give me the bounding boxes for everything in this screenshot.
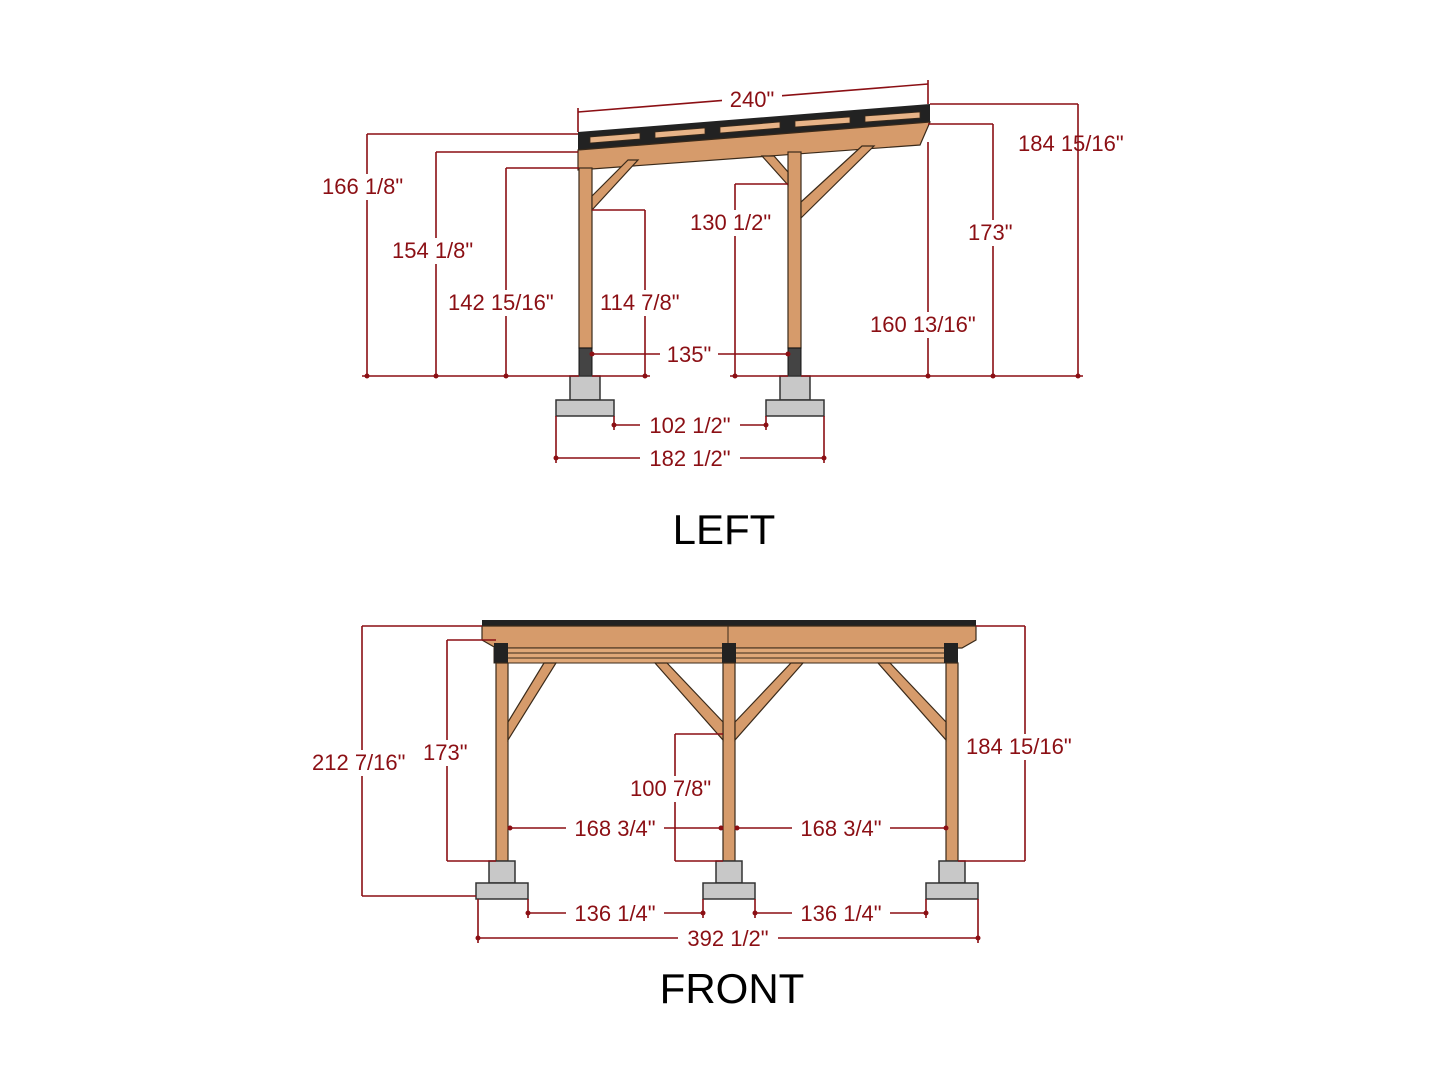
left-brace-1 [591, 159, 640, 212]
left-dim-height-b: 154 1/8" [392, 238, 473, 263]
left-roof [577, 104, 931, 171]
front-dim-brace-height: 100 7/8" [630, 776, 711, 801]
front-post-2 [722, 662, 736, 862]
left-bracket-2 [787, 347, 802, 377]
front-dim-beam-height: 173" [423, 740, 468, 765]
left-dim-height-d: 173" [968, 220, 1013, 245]
left-dim-footing-gap: 102 1/2" [649, 413, 730, 438]
front-dim-overall-height-right: 184 15/16" [966, 734, 1072, 759]
front-dim-overall-height: 212 7/16" [312, 750, 405, 775]
front-footing-3 [925, 860, 979, 900]
left-footing-2 [765, 375, 825, 417]
left-dim-overall-height-high: 184 15/16" [1018, 131, 1124, 156]
left-dim-brace-height-right: 130 1/2" [690, 210, 771, 235]
left-footing-1 [555, 375, 615, 417]
left-post-1 [578, 167, 593, 349]
front-dim-footing-gap-right: 136 1/4" [800, 901, 881, 926]
left-dim-post-spacing: 135" [667, 342, 712, 367]
left-post-2 [787, 151, 802, 349]
front-post-1 [495, 662, 509, 862]
front-view: 212 7/16" 173" 184 15/16" 100 7/8" 168 3… [310, 620, 1088, 1012]
front-footing-1 [475, 860, 529, 900]
front-brace-4 [876, 662, 947, 742]
left-dimension-labels: 240" 184 15/16" 166 1/8" 154 1/8" 142 15… [320, 87, 1124, 471]
front-roof [481, 620, 977, 664]
left-dim-brace-height-left: 114 7/8" [600, 290, 680, 315]
front-post-3 [945, 662, 959, 862]
left-dim-height-a: 166 1/8" [322, 174, 403, 199]
left-brace-2 [800, 145, 876, 220]
left-bracket-1 [578, 347, 593, 377]
front-brace-1 [507, 662, 558, 743]
left-dim-height-e: 160 13/16" [870, 312, 976, 337]
left-dim-rafter-length: 240" [730, 87, 775, 112]
left-dim-height-c: 142 15/16" [448, 290, 554, 315]
front-brace-3 [734, 662, 805, 742]
front-dim-bay-left: 168 3/4" [574, 816, 655, 841]
front-dimension-labels: 212 7/16" 173" 184 15/16" 100 7/8" 168 3… [310, 734, 1088, 951]
front-view-title: FRONT [660, 965, 805, 1012]
front-dim-bay-right: 168 3/4" [800, 816, 881, 841]
left-dim-footing-overall: 182 1/2" [649, 446, 730, 471]
front-dim-footing-gap-left: 136 1/4" [574, 901, 655, 926]
left-view: 240" 184 15/16" 166 1/8" 154 1/8" 142 15… [320, 80, 1124, 553]
left-brace-3 [760, 155, 789, 187]
front-footing-2 [702, 860, 756, 900]
front-brace-2 [653, 662, 724, 742]
left-view-title: LEFT [673, 506, 776, 553]
front-dim-overall-width: 392 1/2" [687, 926, 768, 951]
